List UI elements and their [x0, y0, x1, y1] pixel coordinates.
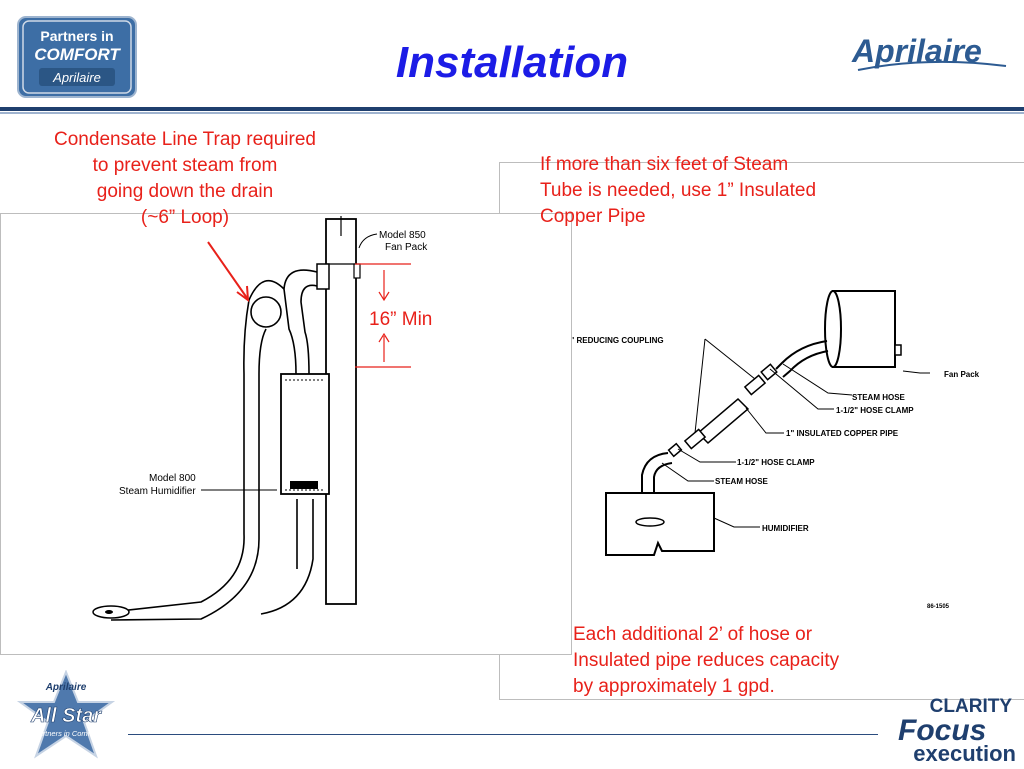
header-divider-shadow: [0, 112, 1024, 114]
partners-logo-line1: Partners in: [40, 28, 113, 44]
footer-divider: [128, 734, 878, 735]
clarity-line1: CLARITY: [930, 696, 1013, 717]
fan-pack-label-line2: Fan Pack: [385, 242, 428, 253]
steam-tube-callout: If more than six feet of Steam Tube is n…: [540, 152, 900, 230]
humidifier-label-line1: Model 800: [149, 473, 196, 484]
label-hose-clamp-top: 1-1/2" HOSE CLAMP: [836, 406, 914, 415]
allstar-brand: Aprilaire: [45, 682, 87, 693]
steam-hose: [110, 269, 318, 621]
clarity-line2: Focus: [898, 714, 986, 747]
clarity-line3: execution: [913, 741, 1016, 764]
steam-humidifier: [260, 373, 330, 615]
label-figure-code: 86-1505: [927, 604, 950, 610]
fan-pack-box: [824, 290, 902, 368]
steam-tube-line-2: Tube is needed, use 1” Insulated: [540, 180, 817, 201]
left-diagram-labels: Model 850 Fan Pack Model 800 Steam Humid…: [119, 230, 428, 497]
reducing-coupling-bottom: [667, 428, 707, 458]
condensate-loop-diagram-panel: Model 850 Fan Pack Model 800 Steam Humid…: [0, 213, 572, 655]
header-divider: [0, 107, 1024, 111]
partners-logo-line2: COMFORT: [34, 45, 121, 64]
supply-duct: [325, 216, 357, 605]
partners-in-comfort-logo: Partners in COMFORT Aprilaire: [17, 16, 137, 98]
min-height-callout: 16” Min: [369, 309, 433, 330]
allstar-main: All Star: [30, 705, 102, 727]
humidifier-box: [605, 492, 715, 556]
right-diagram-labels: 1" REDUCING COUPLING Fan Pack STEAM HOSE…: [566, 336, 980, 610]
trap-pointer-arrow: [207, 241, 250, 303]
capacity-line-3: by approximately 1 gpd.: [573, 676, 775, 697]
steam-hose-top: [775, 340, 828, 370]
reducing-coupling-top: [743, 374, 767, 396]
partners-logo-brand: Aprilaire: [52, 70, 101, 85]
insulated-copper-pipe: [696, 397, 750, 445]
all-star-logo: Aprilaire All Star Partners in Comfort: [10, 669, 122, 762]
label-steam-hose-bottom: STEAM HOSE: [715, 477, 769, 486]
label-fan-pack: Fan Pack: [944, 370, 980, 379]
label-copper-pipe: 1" INSULATED COPPER PIPE: [786, 429, 899, 438]
fan-pack-label-line1: Model 850: [379, 230, 426, 241]
trap-line-3: going down the drain: [96, 181, 274, 202]
clarity-focus-execution-logo: CLARITY Focus execution: [878, 690, 1020, 766]
aprilaire-logo: Aprilaire: [848, 26, 1013, 78]
trap-line-2: to prevent steam from: [92, 155, 278, 176]
slide-title: Installation: [395, 38, 629, 87]
trap-line-4: (~6” Loop): [140, 207, 230, 228]
capacity-line-1: Each additional 2’ of hose or: [573, 624, 813, 645]
steam-tube-line-3: Copper Pipe: [540, 206, 646, 227]
label-hose-clamp-bottom: 1-1/2" HOSE CLAMP: [737, 458, 815, 467]
steam-tube-line-1: If more than six feet of Steam: [540, 154, 789, 175]
trap-line-1: Condensate Line Trap required: [54, 129, 316, 150]
condensate-trap-callout: Condensate Line Trap required to prevent…: [20, 127, 350, 231]
label-humidifier: HUMIDIFIER: [762, 524, 809, 533]
capacity-callout: Each additional 2’ of hose or Insulated …: [573, 622, 913, 700]
allstar-sub: Partners in Comfort: [33, 729, 99, 738]
capacity-line-2: Insulated pipe reduces capacity: [573, 650, 840, 671]
leader-lines: [661, 338, 930, 528]
min-height-dimension: [355, 263, 411, 368]
hose-clamp-top: [760, 363, 778, 381]
humidifier-label-line2: Steam Humidifier: [119, 486, 196, 497]
aprilaire-logo-text: Aprilaire: [851, 33, 982, 69]
copper-pipe-diagram-panel: 1" REDUCING COUPLING Fan Pack STEAM HOSE…: [499, 162, 1024, 700]
label-steam-hose-top: STEAM HOSE: [852, 393, 906, 402]
steam-hose-bottom: [641, 452, 669, 493]
label-reducing-coupling: 1" REDUCING COUPLING: [566, 336, 664, 345]
